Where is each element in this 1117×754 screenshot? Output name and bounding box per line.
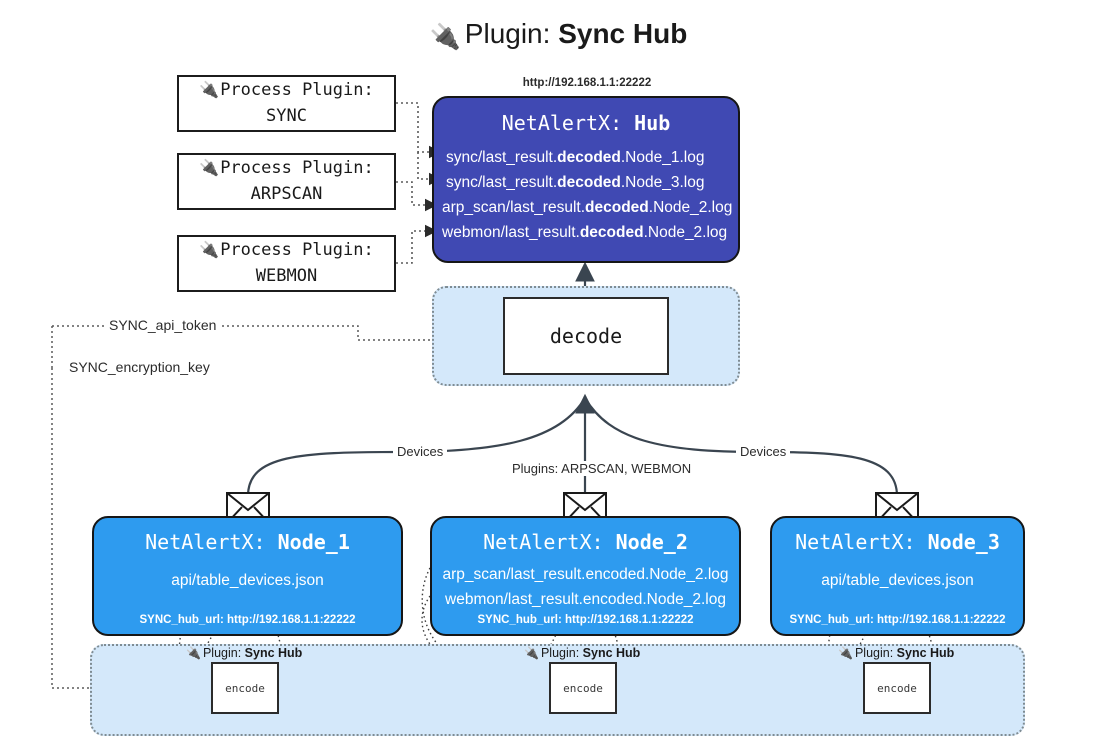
plug-icon: 🔌 — [524, 646, 539, 660]
node-log-line: webmon/last_result.encoded.Node_2.log — [445, 591, 726, 608]
node-title: NetAlertX: Node_1 — [94, 530, 401, 554]
node-title: NetAlertX: Node_3 — [772, 530, 1023, 554]
plug-icon: 🔌 — [838, 646, 853, 660]
hub-title: NetAlertX: Hub — [434, 111, 738, 135]
node-title-prefix: NetAlertX: — [795, 530, 916, 554]
hub-box[interactable]: NetAlertX: Hub sync/last_result.decoded.… — [432, 96, 740, 263]
node-log-line: arp_scan/last_result.encoded.Node_2.log — [442, 566, 729, 583]
process-plugin-label: Process Plugin: — [220, 158, 374, 178]
node-footer: SYNC_hub_url: http://192.168.1.1:22222 — [139, 614, 356, 626]
plug-icon: 🔌 — [186, 646, 201, 660]
node-footer: SYNC_hub_url: http://192.168.1.1:22222 — [477, 614, 694, 626]
encode-box-node-1[interactable]: encode — [211, 662, 279, 714]
process-plugin-label: Process Plugin: — [220, 240, 374, 260]
plug-icon: 🔌 — [199, 80, 220, 99]
plugin-tag-node-2: 🔌Plugin: Sync Hub — [524, 646, 641, 660]
plugin-tag-node-1: 🔌Plugin: Sync Hub — [186, 646, 303, 660]
plug-icon: 🔌 — [429, 23, 461, 51]
page-title-name: Sync Hub — [558, 18, 688, 49]
hub-url-label: http://192.168.1.1:22222 — [522, 77, 652, 89]
hub-title-name: Hub — [634, 111, 671, 135]
hub-log-line: sync/last_result.decoded.Node_3.log — [446, 174, 705, 191]
process-plugin-name: WEBMON — [255, 265, 318, 286]
node-title-prefix: NetAlertX: — [483, 530, 604, 554]
devices-label-left: Devices — [393, 444, 448, 459]
node-title-name: Node_2 — [615, 530, 688, 554]
process-plugin-box-webmon[interactable]: 🔌Process Plugin: WEBMON — [177, 235, 396, 292]
node-log-line: api/table_devices.json — [821, 572, 974, 589]
node-box-node-2[interactable]: NetAlertX: Node_2 arp_scan/last_result.e… — [430, 516, 741, 636]
devices-label-right: Devices — [736, 444, 791, 459]
process-plugin-box-sync[interactable]: 🔌Process Plugin: SYNC — [177, 75, 396, 132]
node-box-node-3[interactable]: NetAlertX: Node_3 api/table_devices.json… — [770, 516, 1025, 636]
node-title-name: Node_3 — [927, 530, 1000, 554]
plug-icon: 🔌 — [199, 240, 220, 259]
sync-api-token-label: SYNC_api_token — [104, 317, 222, 333]
hub-title-prefix: NetAlertX: — [501, 111, 623, 135]
page-title: 🔌Plugin: Sync Hub — [0, 18, 1117, 52]
node-title-name: Node_1 — [277, 530, 350, 554]
node-log-line: api/table_devices.json — [171, 572, 324, 589]
plugins-label-center: Plugins: ARPSCAN, WEBMON — [508, 461, 696, 476]
hub-log-list: sync/last_result.decoded.Node_1.log sync… — [434, 145, 738, 245]
node-box-node-1[interactable]: NetAlertX: Node_1 api/table_devices.json… — [92, 516, 403, 636]
hub-log-line: arp_scan/last_result.decoded.Node_2.log — [442, 199, 733, 216]
process-plugin-box-arpscan[interactable]: 🔌Process Plugin: ARPSCAN — [177, 153, 396, 210]
encode-box-node-3[interactable]: encode — [863, 662, 931, 714]
decode-box[interactable]: decode — [503, 297, 669, 375]
hub-log-line: webmon/last_result.decoded.Node_2.log — [442, 224, 728, 241]
page-title-prefix: Plugin: — [464, 18, 551, 49]
hub-log-line: sync/last_result.decoded.Node_1.log — [446, 149, 705, 166]
node-title-prefix: NetAlertX: — [145, 530, 266, 554]
node-footer: SYNC_hub_url: http://192.168.1.1:22222 — [789, 614, 1006, 626]
sync-encryption-key-label: SYNC_encryption_key — [64, 359, 215, 375]
plug-icon: 🔌 — [199, 158, 220, 177]
process-plugin-name: ARPSCAN — [250, 183, 323, 204]
process-plugin-name: SYNC — [266, 105, 307, 126]
node-title: NetAlertX: Node_2 — [432, 530, 739, 554]
plugin-tag-node-3: 🔌Plugin: Sync Hub — [838, 646, 955, 660]
encode-box-node-2[interactable]: encode — [549, 662, 617, 714]
process-plugin-label: Process Plugin: — [220, 80, 374, 100]
